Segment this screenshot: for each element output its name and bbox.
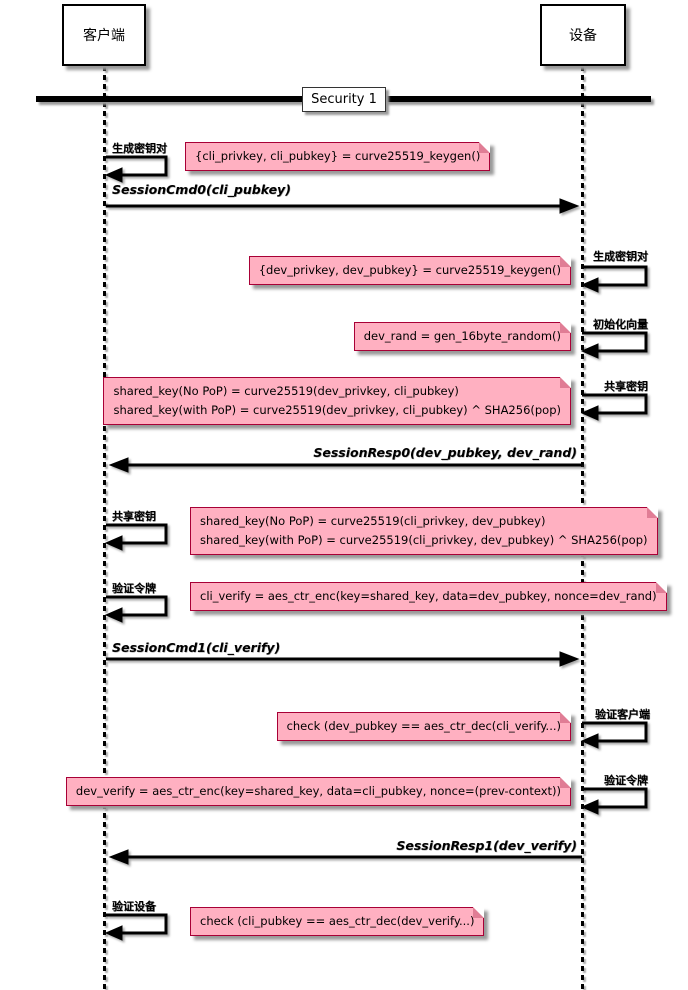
note-line: shared_key(with PoP) = curve25519(dev_pr… <box>113 403 561 417</box>
note-line: shared_key(No PoP) = curve25519(dev_priv… <box>113 384 459 398</box>
note-check-device: check (cli_pubkey == aes_ctr_dec(dev_ver… <box>190 907 485 936</box>
note-dev-verify: dev_verify = aes_ctr_enc(key=shared_key,… <box>65 777 572 806</box>
participant-device: 设备 <box>540 4 626 66</box>
client-self-arrow-verify-token <box>104 595 168 623</box>
client-lifeline <box>103 66 106 990</box>
note-dev-rand: dev_rand = gen_16byte_random() <box>353 322 572 351</box>
participant-client: 客户端 <box>62 4 146 66</box>
note-dev-shared-key: shared_key(No PoP) = curve25519(dev_priv… <box>103 377 571 425</box>
client-self-arrow-verify-device <box>104 913 168 941</box>
arrow-session-cmd1 <box>106 651 580 667</box>
participant-device-label: 设备 <box>569 28 597 44</box>
arrow-session-cmd0 <box>106 198 580 214</box>
note-line: dev_verify = aes_ctr_enc(key=shared_key,… <box>75 784 561 798</box>
note-line: dev_rand = gen_16byte_random() <box>363 329 561 343</box>
note-cli-keygen: {cli_privkey, cli_pubkey} = curve25519_k… <box>185 142 491 171</box>
note-line: check (cli_pubkey == aes_ctr_dec(dev_ver… <box>200 914 475 928</box>
device-self-arrow-generate-keypair <box>580 265 648 293</box>
device-self-label-verify-token: 验证令牌 <box>604 774 648 787</box>
note-line: shared_key(with PoP) = curve25519(cli_pr… <box>200 533 648 547</box>
participant-client-label: 客户端 <box>83 28 125 44</box>
client-self-arrow-generate-keypair <box>104 155 168 183</box>
device-self-arrow-verify-token <box>580 787 648 815</box>
arrow-session-resp1 <box>108 849 582 865</box>
note-check-client: check (dev_pubkey == aes_ctr_dec(cli_ver… <box>276 712 572 741</box>
note-cli-verify: cli_verify = aes_ctr_enc(key=shared_key,… <box>190 582 667 611</box>
message-label-session-cmd1: SessionCmd1(cli_verify) <box>112 640 281 655</box>
message-label-session-resp1: SessionResp1(dev_verify) <box>396 838 577 853</box>
note-line: shared_key(No PoP) = curve25519(cli_priv… <box>200 514 546 528</box>
message-label-session-cmd0: SessionCmd0(cli_pubkey) <box>112 182 291 197</box>
device-self-arrow-verify-client <box>580 721 648 749</box>
device-self-arrow-shared-key <box>580 393 648 421</box>
note-line: {dev_privkey, dev_pubkey} = curve25519_k… <box>258 263 561 277</box>
device-self-label-init-vector: 初始化向量 <box>593 318 648 331</box>
divider-label-text: Security 1 <box>311 92 377 107</box>
note-cli-shared-key: shared_key(No PoP) = curve25519(cli_priv… <box>190 507 658 555</box>
device-self-label-shared-key: 共享密钥 <box>604 380 648 393</box>
note-line: {cli_privkey, cli_pubkey} = curve25519_k… <box>195 149 481 163</box>
client-self-label-shared-key: 共享密钥 <box>112 510 156 523</box>
client-self-arrow-shared-key <box>104 523 168 551</box>
device-self-label-verify-client: 验证客户端 <box>595 708 650 721</box>
divider-label: Security 1 <box>302 87 386 112</box>
note-dev-keygen: {dev_privkey, dev_pubkey} = curve25519_k… <box>248 256 572 285</box>
note-line: cli_verify = aes_ctr_enc(key=shared_key,… <box>200 589 657 603</box>
client-self-label-verify-device: 验证设备 <box>112 900 156 913</box>
note-line: check (dev_pubkey == aes_ctr_dec(cli_ver… <box>286 719 561 733</box>
arrow-session-resp0 <box>108 457 582 473</box>
message-label-session-resp0: SessionResp0(dev_pubkey, dev_rand) <box>313 445 577 460</box>
client-self-label-generate-keypair: 生成密钥对 <box>112 142 167 155</box>
device-self-arrow-init-vector <box>580 331 648 359</box>
client-self-label-verify-token: 验证令牌 <box>112 582 156 595</box>
device-self-label-generate-keypair: 生成密钥对 <box>593 250 648 263</box>
